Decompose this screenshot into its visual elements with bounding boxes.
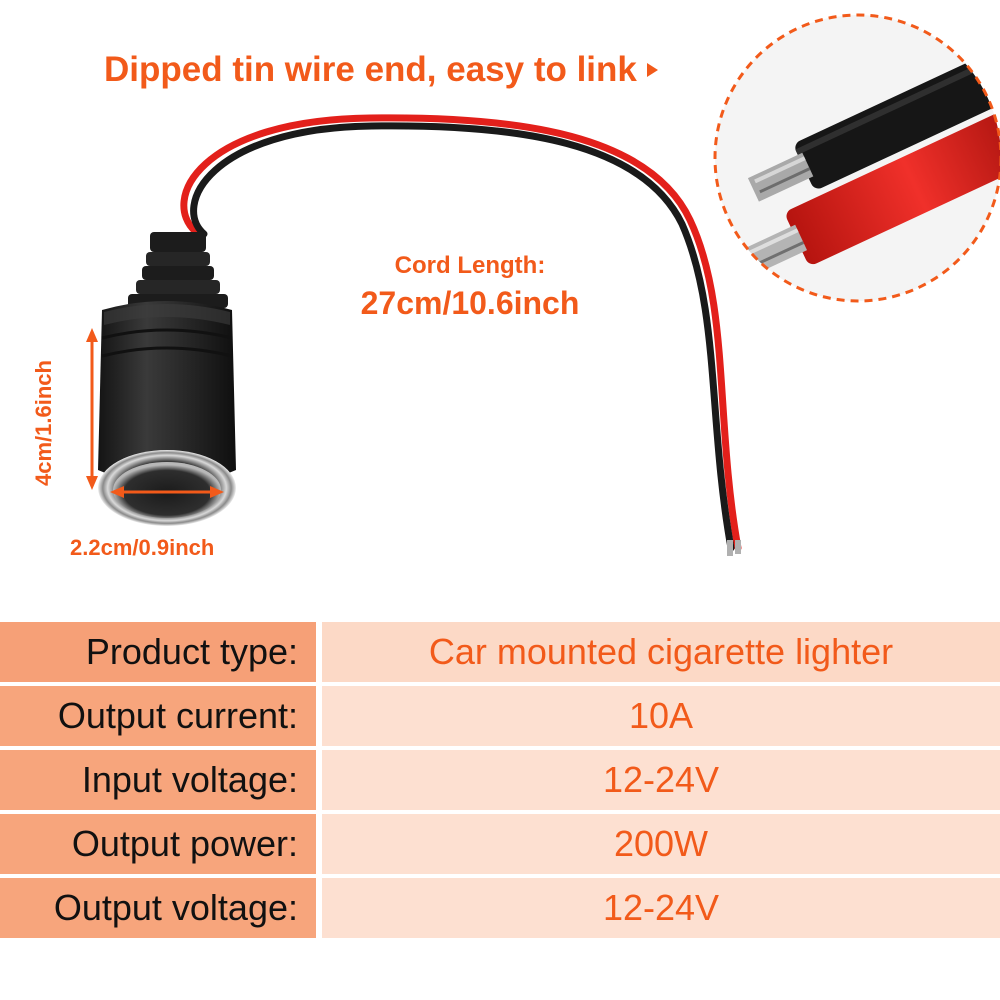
spec-label: Product type: [0,622,316,682]
product-photo [86,13,1000,556]
width-dimension-label: 2.2cm/0.9inch [70,535,215,560]
wire-tips [727,540,741,556]
spec-table: Product type: Car mounted cigarette ligh… [0,622,1000,946]
spec-row-output-voltage: Output voltage: 12-24V [0,878,1000,938]
arrow-right-icon [646,63,658,77]
spec-value: Car mounted cigarette lighter [322,622,1000,682]
wire-end-closeup [713,13,1000,303]
spec-row-output-power: Output power: 200W [0,814,1000,874]
spec-value: 10A [322,686,1000,746]
headline: Dipped tin wire end, easy to link [104,48,704,92]
spec-label: Output voltage: [0,878,316,938]
dimension-arrows [86,328,224,498]
socket-strain-relief [128,232,228,308]
cigarette-socket [98,301,236,526]
cord-length-caption: Cord Length: [394,252,546,279]
spec-row-product-type: Product type: Car mounted cigarette ligh… [0,622,1000,682]
power-cord [180,114,742,552]
spec-value: 12-24V [322,878,1000,938]
height-dimension-label: 4cm/1.6inch [31,360,56,486]
spec-label: Output current: [0,686,316,746]
headline-text: Dipped tin wire end, easy to link [104,50,637,89]
spec-label: Input voltage: [0,750,316,810]
cord-length-label: Cord Length: 27cm/10.6inch [320,250,620,324]
spec-row-output-current: Output current: 10A [0,686,1000,746]
spec-row-input-voltage: Input voltage: 12-24V [0,750,1000,810]
spec-value: 12-24V [322,750,1000,810]
spec-label: Output power: [0,814,316,874]
cord-length-value: 27cm/10.6inch [360,285,580,321]
spec-value: 200W [322,814,1000,874]
